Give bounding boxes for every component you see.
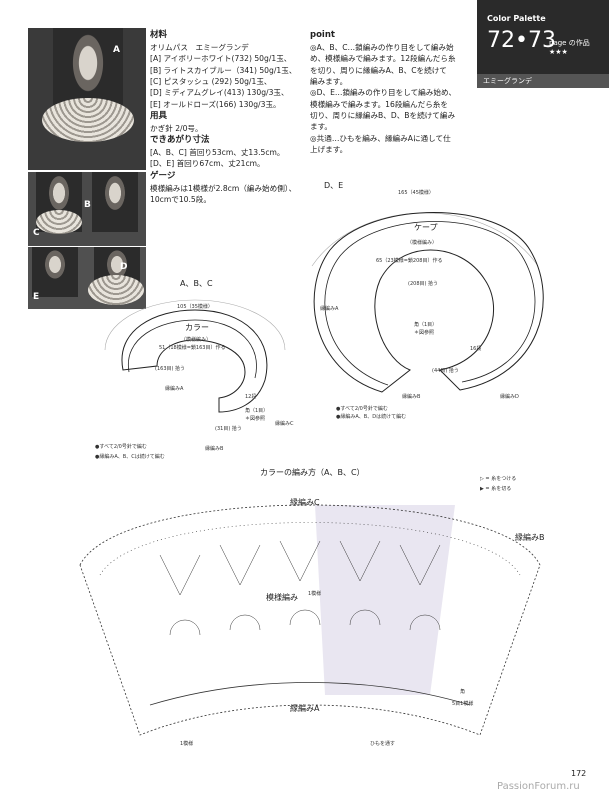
size-line: [A、B、C] 首回り53cm、丈13.5cm。 (150, 147, 285, 157)
abc-edge-a: 縁編みA (165, 385, 184, 392)
point-line: ◎D、E…鎖編みの作り目をして編み始め、 (310, 88, 457, 98)
materials-line: オリムパス エミーグランデ (150, 42, 249, 52)
de-note2: ●縁編みA、B、Dは続けて編む (336, 413, 406, 420)
palette-brand: エミーグランデ (483, 77, 532, 85)
de-edge-d: 縁編みD (500, 393, 519, 400)
photo-label-e: E (33, 292, 40, 302)
color-palette-box: Color Palette 72•73 page の作品 ★★★ (477, 0, 609, 88)
chart-title: カラーの編み方（A、B、C） (260, 467, 365, 477)
point-line: 切り、周りに縁編みB、D、Bを続けて編み (310, 111, 456, 121)
abc-pick: (31目) 拾う (215, 425, 242, 432)
photo-label-b: B (84, 200, 91, 210)
size-line: [D、E] 首回り67cm、丈21cm。 (150, 159, 265, 169)
size-title: できあがり寸法 (150, 135, 210, 146)
abc-edge-b: 縁編みB (205, 445, 224, 452)
photo-model-b (28, 172, 146, 246)
de-title: D、E (324, 181, 343, 190)
point-title: point (310, 30, 335, 40)
de-edge-a: 縁編みA (320, 305, 339, 312)
diagram-abc: A、B、C 105（35模様） カラー （模様編み） 51（18模様=鎖163目… (95, 280, 294, 460)
chart-legend2: ▶ = 糸を切る (480, 485, 511, 492)
abc-outer: 105（35模様） (177, 303, 213, 310)
palette-brand-bar: エミーグランデ (477, 74, 609, 88)
de-pick: (44目) 拾う (432, 367, 459, 374)
abc-note2: ●縁編みA、B、Cは続けて編む (95, 453, 165, 460)
de-outer-label: 165（45模様） (398, 189, 434, 196)
gauge-title: ゲージ (150, 170, 176, 181)
point-line: を切り、周りに縁編みA、B、Cを続けて (310, 65, 447, 75)
point-line: 編みます。 (310, 76, 348, 86)
chart-corner: 角 (460, 688, 465, 695)
abc-corner: 角（1目） (245, 407, 268, 414)
materials-line: [B] ライトスカイブルー（341) 50g/1玉、 (150, 65, 297, 75)
chart-one-pattern: 1模様 (308, 590, 321, 597)
de-corner: 角（1目） (414, 321, 437, 328)
abc-title: A、B、C (180, 280, 213, 288)
watermark: PassionForum.ru (497, 781, 580, 792)
de-rows: 16段 (470, 345, 481, 352)
de-start: 65（23模様=鎖208目）作る (376, 257, 442, 264)
materials-line: [D] ミディアムグレイ(413) 130g/3玉、 (150, 88, 289, 98)
photo-label-c: C (33, 228, 40, 238)
materials-line: [A] アイボリーホワイト(732) 50g/1玉、 (150, 54, 292, 64)
point-line: 上げます。 (310, 145, 348, 155)
abc-note1: ●すべて2/0号針で編む (95, 443, 147, 450)
photo-label-d: D (120, 262, 128, 272)
de-ref: ＊図参照 (414, 329, 434, 336)
materials-line: [E] オールドローズ(166) 130g/3玉。 (150, 99, 281, 109)
materials-line: [C] ピスタッシュ (292) 50g/1玉、 (150, 76, 272, 86)
chart-edge-b: 縁編みB (515, 532, 545, 542)
page-number: 172 (571, 769, 587, 778)
de-pattern: （模様編み） (407, 239, 437, 246)
photo-model-d (28, 247, 146, 309)
point-line: ◎共通…ひもを編み、縁編みAに通して仕 (310, 133, 451, 143)
tool-text: かぎ針 2/0号。 (150, 123, 203, 133)
chart-pattern: 模様編み (266, 592, 298, 602)
gauge-line: 10cmで10.5段。 (150, 194, 211, 204)
de-edge-b: 縁編みB (402, 393, 421, 400)
chart-edge-a: 縁編みA (290, 703, 320, 713)
abc-start: 51（18模様=鎖163目）作る (159, 344, 225, 351)
diagram-de: D、E 165（45模様） ケープ （模様編み） 65（23模様=鎖208目）作… (311, 181, 544, 420)
abc-pattern: （模様編み） (181, 336, 211, 343)
abc-edge-c: 縁編みC (275, 420, 294, 427)
crochet-chart: カラーの編み方（A、B、C） ▷ = 糸をつける ▶ = 糸を切る 縁編みC 縁… (79, 467, 545, 747)
photo-label-a: A (113, 45, 120, 55)
palette-header: Color Palette (487, 14, 546, 23)
de-note1: ●すべて2/0号針で編む (336, 405, 388, 412)
abc-name: カラー (185, 323, 209, 332)
point-block: point ◎A、B、C…鎖編みの作り目をして編み始 め、模様編みで編みます。1… (310, 29, 476, 156)
tool-title: 用具 (150, 111, 168, 122)
point-line: ます。 (310, 122, 333, 132)
gauge-line: 模様編みは1模様が2.8cm（編み始め側）、 (150, 183, 297, 193)
chart-five: 5目1模様 (452, 700, 473, 707)
photo-model-a (28, 28, 146, 170)
point-line: ◎A、B、C…鎖編みの作り目をして編み始 (310, 42, 454, 52)
chart-legend1: ▷ = 糸をつける (480, 475, 516, 482)
materials-block: 材料 オリムパス エミーグランデ [A] アイボリーホワイト(732) 50g/… (150, 29, 310, 205)
chart-one-pattern-bottom: 1模様 (180, 740, 193, 747)
point-line: め、模様編みで編みます。12段編んだら糸 (310, 54, 456, 64)
de-inner: (208目) 拾う (408, 280, 438, 287)
abc-ref: ＊図参照 (245, 415, 265, 422)
chart-string: ひもを通す (370, 740, 395, 747)
de-name: ケープ (414, 223, 438, 232)
abc-rows: 12段 (245, 393, 256, 400)
chart-edge-c: 縁編みC (290, 497, 320, 507)
palette-suffix: page の作品 ★★★ (549, 39, 590, 56)
materials-title: 材料 (150, 30, 168, 40)
point-line: 模様編みで編みます。16段編んだら糸を (310, 99, 448, 109)
palette-number: 72•73 (487, 28, 556, 53)
abc-inner: (163目) 拾う (155, 365, 185, 372)
